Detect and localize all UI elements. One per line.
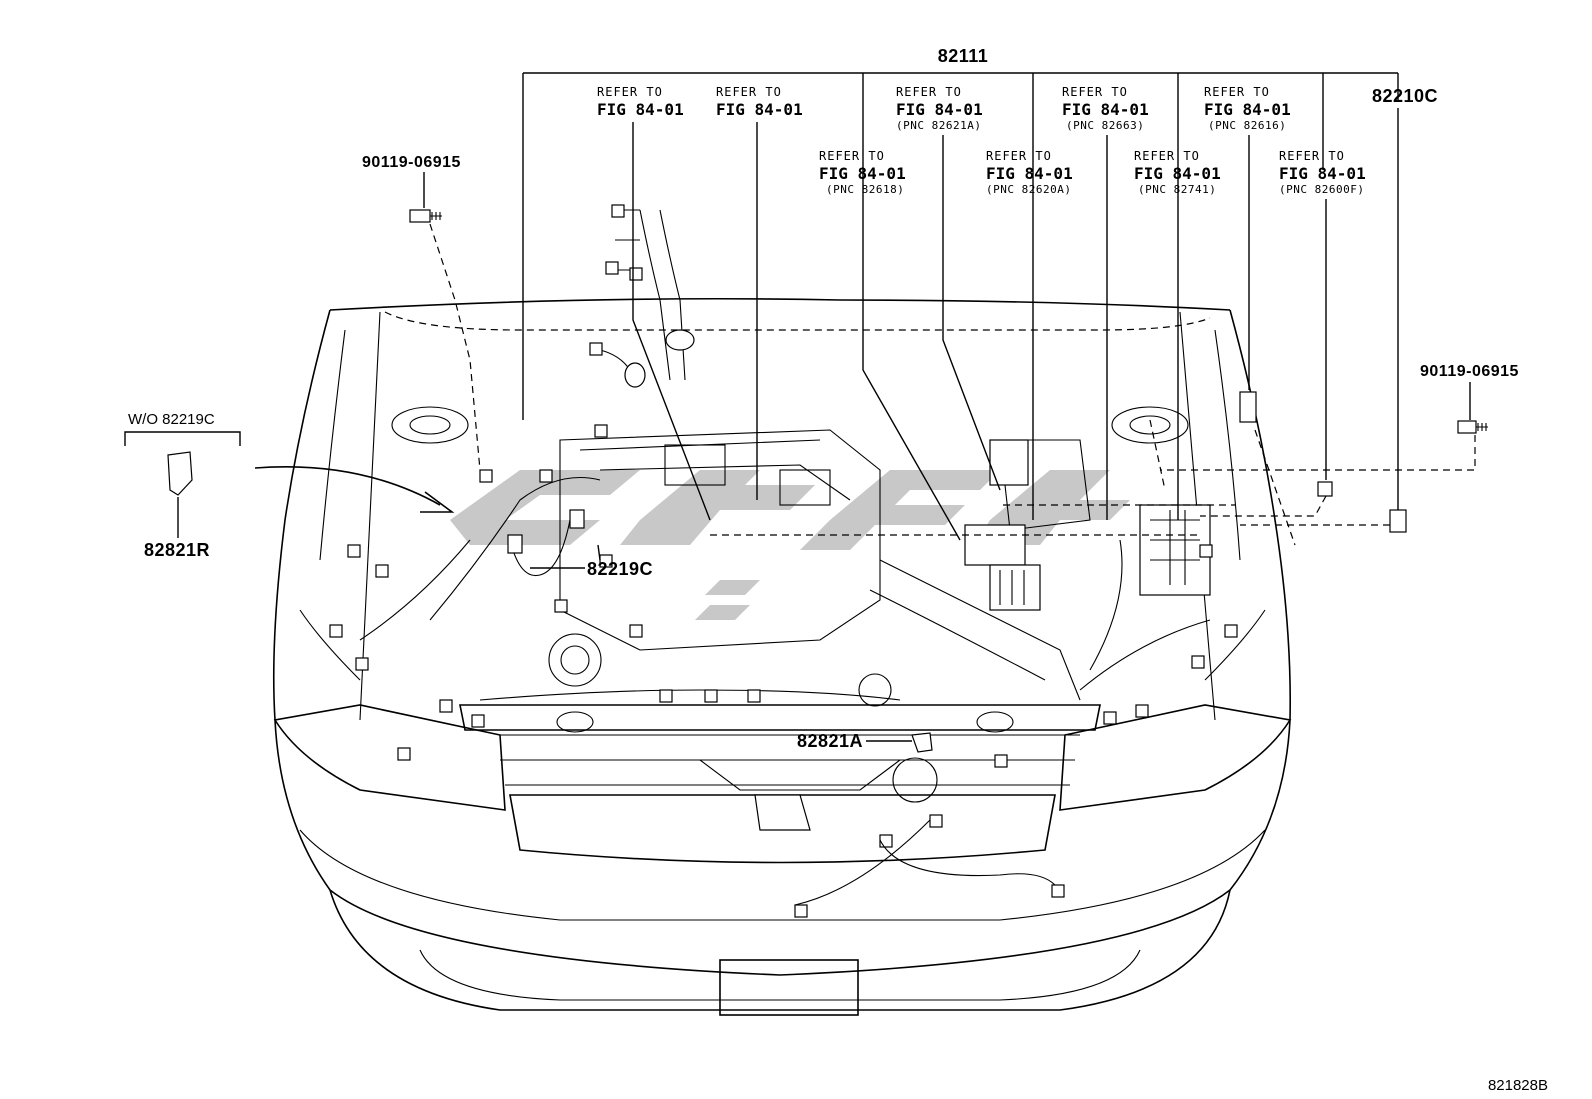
- connector-82821r: [167, 451, 193, 496]
- bolt-icon: [409, 209, 442, 223]
- part-number-82210c: 82210C: [1372, 86, 1438, 106]
- pnc-label: (PNC 82618): [826, 183, 904, 196]
- connector-82821a: [911, 732, 933, 753]
- refer-label: REFER TO: [986, 149, 1052, 163]
- refer-callout-4: REFER TO FIG 84-01 (PNC 82621A): [896, 85, 1001, 491]
- connector-82210c: [1389, 509, 1407, 533]
- connector-82616: [1239, 391, 1257, 423]
- part-number-82219c: 82219C: [587, 559, 653, 579]
- refer-label: REFER TO: [716, 85, 782, 99]
- pnc-label: (PNC 82616): [1208, 119, 1286, 132]
- pnc-label: (PNC 82620A): [986, 183, 1071, 196]
- refer-label: REFER TO: [597, 85, 663, 99]
- fig-label: FIG 84-01: [986, 164, 1073, 183]
- fig-label: FIG 84-01: [597, 100, 684, 119]
- refer-callout-3: REFER TO FIG 84-01 (PNC 82618): [819, 149, 906, 196]
- part-number-82821a: 82821A: [797, 731, 863, 751]
- refer-callout-2: REFER TO FIG 84-01: [716, 85, 803, 500]
- fig-label: FIG 84-01: [896, 100, 983, 119]
- callout-82219c: 82219C: [530, 544, 653, 579]
- diagram-code: 821828B: [1488, 1077, 1548, 1094]
- fig-label: FIG 84-01: [819, 164, 906, 183]
- connector-82600f: [1317, 481, 1333, 497]
- part-number-bolt-right: 90119-06915: [1420, 363, 1519, 380]
- pnc-label: (PNC 82741): [1138, 183, 1216, 196]
- pnc-label: (PNC 82663): [1066, 119, 1144, 132]
- refer-callouts: REFER TO FIG 84-01 REFER TO FIG 84-01 RE…: [597, 85, 1366, 521]
- callout-82821a: 82821A: [797, 731, 933, 753]
- vehicle-outline: [272, 297, 1292, 1016]
- refer-label: REFER TO: [1204, 85, 1270, 99]
- refer-label: REFER TO: [819, 149, 885, 163]
- fig-label: FIG 84-01: [1204, 100, 1291, 119]
- refer-label: REFER TO: [1062, 85, 1128, 99]
- refer-label: REFER TO: [896, 85, 962, 99]
- refer-callout-9: REFER TO FIG 84-01 (PNC 82600F): [1200, 149, 1366, 517]
- part-number-82821r: 82821R: [144, 540, 210, 560]
- pnc-label: (PNC 82600F): [1279, 183, 1364, 196]
- callout-82111: 82111: [522, 46, 1399, 541]
- dashed-leaders: [710, 419, 1296, 546]
- callout-82210c: 82210C: [1240, 86, 1438, 533]
- refer-callout-5: REFER TO FIG 84-01 (PNC 82620A): [986, 149, 1073, 196]
- refer-callout-6: REFER TO FIG 84-01 (PNC 82663): [1062, 85, 1149, 520]
- refer-callout-7: REFER TO FIG 84-01 (PNC 82741): [1134, 149, 1221, 196]
- refer-callout-8: REFER TO FIG 84-01 (PNC 82616): [1204, 85, 1291, 423]
- fig-label: FIG 84-01: [1062, 100, 1149, 119]
- fig-label: FIG 84-01: [1134, 164, 1221, 183]
- fig-label: FIG 84-01: [716, 100, 803, 119]
- part-number-82111: 82111: [938, 46, 989, 66]
- engine-components: [329, 204, 1238, 918]
- wo-label: W/O 82219C: [128, 411, 215, 428]
- refer-label: REFER TO: [1134, 149, 1200, 163]
- arrow-pointer: [254, 465, 441, 506]
- refer-label: REFER TO: [1279, 149, 1345, 163]
- part-number-bolt-left: 90119-06915: [362, 154, 461, 171]
- refer-callout-1: REFER TO FIG 84-01: [597, 85, 711, 521]
- callout-bolt-left: 90119-06915: [362, 154, 481, 471]
- callout-bolt-right: 90119-06915: [1160, 363, 1519, 471]
- bolt-icon: [1457, 420, 1488, 434]
- fig-label: FIG 84-01: [1279, 164, 1366, 183]
- callout-82821r: W/O 82219C 82821R: [124, 411, 455, 560]
- pnc-label: (PNC 82621A): [896, 119, 981, 132]
